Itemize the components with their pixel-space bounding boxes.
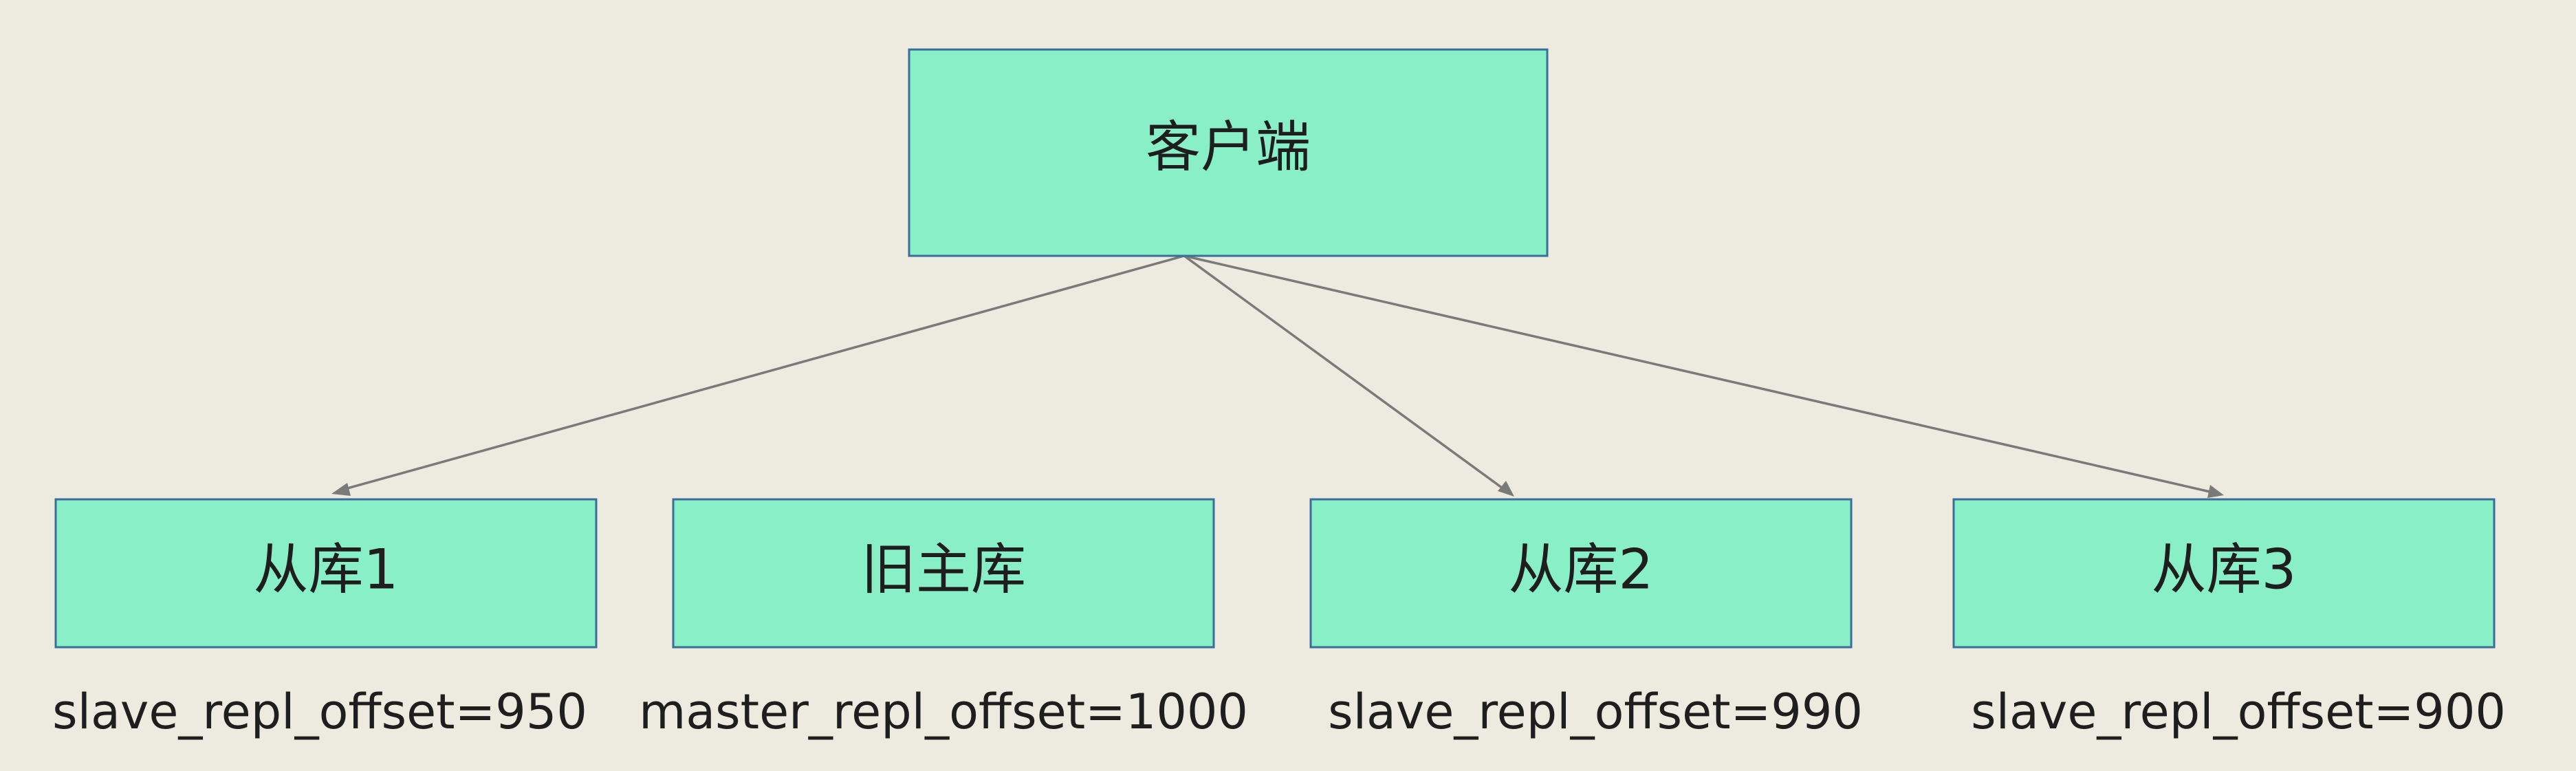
old-master-box bbox=[672, 498, 1215, 649]
arrowhead-slave3 bbox=[2207, 485, 2224, 498]
arrowhead-slave1 bbox=[331, 483, 351, 496]
old-master-offset: master_repl_offset=1000 bbox=[639, 684, 1248, 740]
node-old-master: 旧主库 master_repl_offset=1000 bbox=[639, 498, 1248, 740]
slave1-label: 从库1 bbox=[254, 538, 399, 602]
client-node: 客户端 bbox=[908, 48, 1549, 257]
slave1-box bbox=[54, 498, 598, 649]
client-box bbox=[908, 48, 1549, 257]
edge-client-to-slave3 bbox=[1183, 254, 2214, 494]
node-slave3: 从库3 slave_repl_offset=900 bbox=[1952, 498, 2506, 740]
slave2-box bbox=[1309, 498, 1853, 649]
slave2-label: 从库2 bbox=[1509, 538, 1654, 602]
slave2-offset: slave_repl_offset=990 bbox=[1328, 684, 1863, 740]
slave3-box bbox=[1952, 498, 2496, 649]
slave3-offset: slave_repl_offset=900 bbox=[1971, 684, 2506, 740]
edge-client-to-slave2 bbox=[1183, 254, 1506, 491]
client-label: 客户端 bbox=[1146, 116, 1311, 180]
node-slave2: 从库2 slave_repl_offset=990 bbox=[1309, 498, 1863, 740]
slave3-label: 从库3 bbox=[2152, 538, 2297, 602]
node-slave1: 从库1 slave_repl_offset=950 bbox=[52, 498, 598, 740]
slave1-offset: slave_repl_offset=950 bbox=[52, 684, 587, 740]
edge-client-to-slave1 bbox=[342, 254, 1185, 491]
edges bbox=[331, 254, 2224, 498]
old-master-label: 旧主库 bbox=[861, 538, 1026, 602]
arrowhead-slave2 bbox=[1498, 481, 1514, 497]
